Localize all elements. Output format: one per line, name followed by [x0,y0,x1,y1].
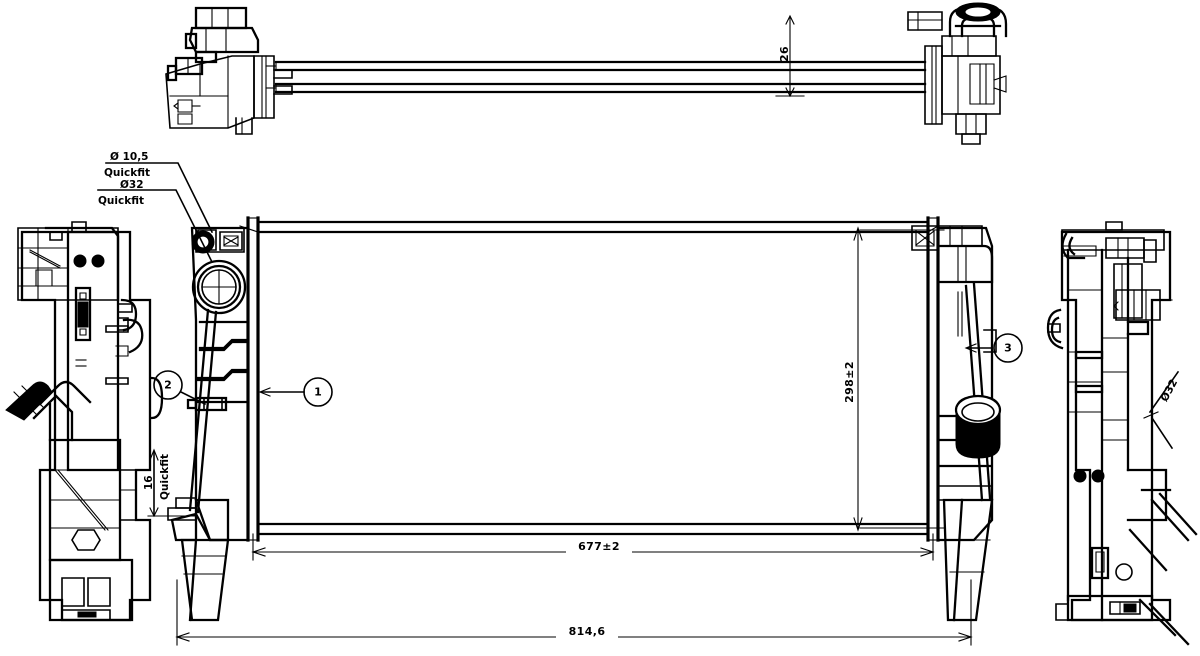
front-view-right-end-tank [911,225,1002,622]
view-top: 26 [165,2,1008,145]
top-view-core-rails [265,60,927,94]
note-bracket-left-line1: 16 [143,475,155,490]
note-right-side-dia-line1: Ø32 [1159,377,1181,403]
top-view-left-end-tank [165,6,293,135]
view-front-main: 1 2 3 Ø 10,5 Quickfit Ø32 [97,151,1023,646]
balloon-3: 3 [964,333,1023,363]
note-bracket-left-line2: Quickfit [159,454,171,500]
view-right-side: Ø32 [1046,221,1198,646]
dimension-core-height-label: 298±2 [843,361,856,403]
balloon-3-label: 3 [1004,342,1012,355]
dimension-overall-length: 814,6 [175,579,973,646]
cooler-core [239,216,940,542]
note-quickfit-ports: Ø 10,5 Quickfit Ø32 Quickfit [97,151,214,264]
dimension-overall-length-label: 814,6 [569,625,606,638]
balloon-1-label: 1 [314,386,322,399]
dimension-core-length: 677±2 [251,533,935,561]
note-right-side-dia: Ø32 [1143,370,1181,450]
dimension-core-height: 298±2 [843,226,945,532]
dimension-top-thickness-label: 26 [778,46,791,62]
balloon-1: 1 [258,377,333,407]
note-port-lower-dia-line1: Ø32 [120,179,144,191]
dimension-top-thickness: 26 [775,14,805,98]
balloon-2-label: 2 [164,379,172,392]
note-port-lower-dia-line2: Quickfit [98,195,144,207]
left-mounting-bracket [186,396,228,412]
dimension-core-length-label: 677±2 [578,540,620,553]
note-port-upper-dia-line1: Ø 10,5 [110,151,149,163]
note-bracket-left: 16 Quickfit [143,448,197,518]
view-left-side [5,221,164,622]
top-view-right-end-tank [907,2,1008,145]
front-view-left-end-tank [167,226,250,622]
balloon-2: 2 [153,370,207,406]
note-port-upper-dia-line2: Quickfit [104,167,150,179]
